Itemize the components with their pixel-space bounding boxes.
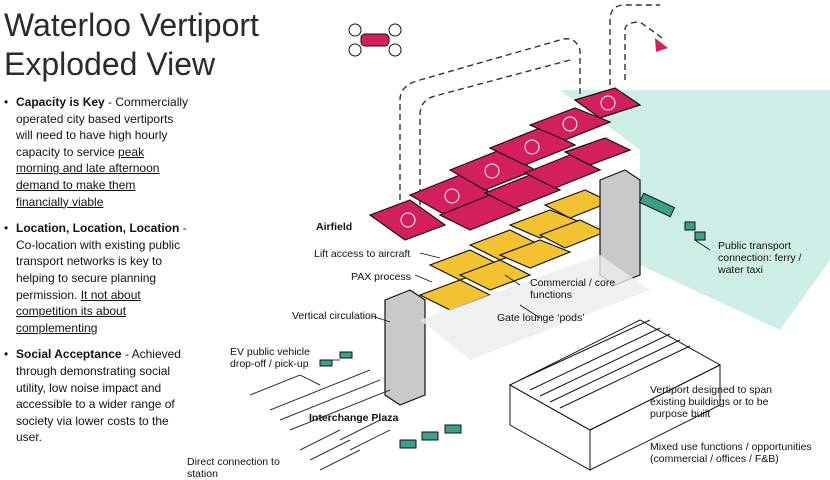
airfield-pads — [368, 87, 642, 241]
title-line-2: Exploded View — [4, 46, 216, 82]
bullet-heading: Social Acceptance — [16, 347, 122, 362]
bullet-dot: • — [4, 347, 9, 362]
title-line-1: Waterloo Vertiport — [4, 7, 259, 43]
bullet-social: • Social Acceptance - Achieved through d… — [4, 346, 189, 446]
label-commercial-core: Commercial / core functions — [530, 277, 616, 301]
bullet-underlined-text: It not about competition its about compl… — [16, 287, 141, 335]
bullet-heading: Capacity is Key — [16, 95, 105, 109]
label-lift-access: Lift access to aircraft — [314, 248, 411, 260]
label-interchange: Interchange Plaza — [309, 412, 399, 424]
leader-lines — [330, 239, 711, 361]
label-direct-connection: Direct connection to station — [187, 456, 280, 480]
water-plane — [560, 90, 830, 330]
slide-title: Waterloo Vertiport Exploded View — [4, 6, 259, 84]
label-span-buildings: Vertiport designed to span existing buil… — [650, 384, 773, 420]
existing-building — [508, 319, 722, 471]
bullet-heading: Location, Location, Location — [16, 221, 180, 236]
bullet-capacity: • Capacity is Key - Commercially operate… — [4, 94, 189, 210]
pad-markings — [400, 95, 616, 228]
pax-pods — [418, 189, 612, 311]
bullet-text: - Commercially operated city based verti… — [16, 95, 189, 159]
bullet-list: • Capacity is Key - Commercially operate… — [4, 94, 189, 456]
bullet-location: • Location, Location, Location - Co-loca… — [4, 220, 189, 336]
bullet-underlined-text: peak morning and late afternoon demand t… — [16, 144, 160, 209]
arrow-head — [655, 38, 668, 52]
exploded-view-diagram — [249, 4, 830, 471]
bullet-dot: • — [4, 95, 9, 109]
label-ev-dropoff: EV public vehicle drop-off / pick-up — [230, 346, 310, 370]
bullet-text: - Achieved through demonstrating social … — [16, 347, 181, 445]
label-pax-process: PAX process — [351, 271, 411, 283]
bullet-dot: • — [4, 221, 9, 236]
label-airfield: Airfield — [316, 221, 353, 233]
flight-path-lines — [399, 4, 666, 205]
drone-icon — [348, 23, 402, 57]
label-vertical-circulation: Vertical circulation — [292, 310, 377, 322]
concourse-plane — [420, 255, 650, 360]
bullet-text: - Co-location with existing public trans… — [16, 221, 187, 302]
transport-vehicles — [319, 192, 706, 449]
plaza-sketch — [249, 369, 391, 471]
label-public-transport: Public transport connection: ferry / wat… — [718, 240, 802, 276]
label-mixed-use: Mixed use functions / opportunities (com… — [650, 441, 812, 465]
label-gate-lounge: Gate lounge ‘pods’ — [497, 312, 585, 324]
